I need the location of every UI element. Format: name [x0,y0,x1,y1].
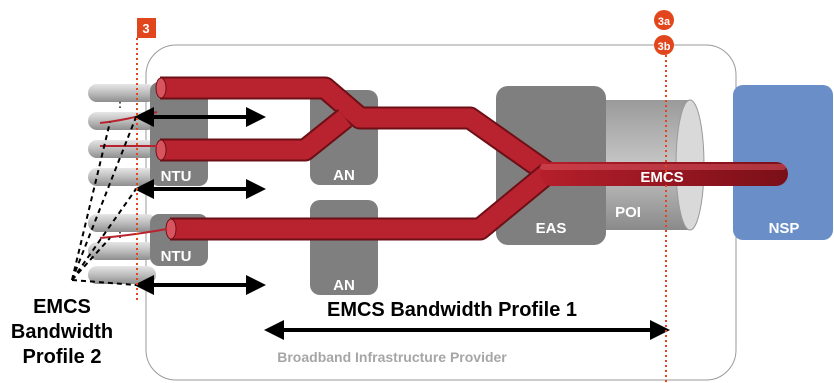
marker-3-badge [137,18,156,38]
eas-label: EAS [536,220,567,237]
profile2-line-1: EMCS [33,296,91,318]
stub-dots-bottom: : [118,227,122,241]
profile2-line-2: Bandwidth [11,321,113,343]
emcs-pipes [99,76,788,241]
profile2-dashed-lines [71,116,137,286]
marker-3a-badge [654,10,674,30]
ntu-top-label: NTU [161,168,192,185]
ntu-bottom-label: NTU [161,248,192,265]
stub-dots-top: : [118,97,122,111]
an-bottom-label: AN [333,277,355,294]
poi-label: POI [615,204,641,221]
marker-3b-badge [654,35,674,55]
bandwidth-arrows [134,107,670,340]
nsp-box [733,85,833,240]
profile2-line-3: Profile 2 [23,346,102,368]
nsp-label: NSP [769,220,800,237]
marker-3-label: 3 [142,21,149,36]
provider-label: Broadband Infrastructure Provider [277,349,507,365]
profile1-label: EMCS Bandwidth Profile 1 [327,299,577,321]
emcs-pipe-label: EMCS [640,169,683,186]
an-top-label: AN [333,167,355,184]
marker-3b-label: 3b [658,41,671,53]
marker-3a-label: 3a [658,16,671,28]
